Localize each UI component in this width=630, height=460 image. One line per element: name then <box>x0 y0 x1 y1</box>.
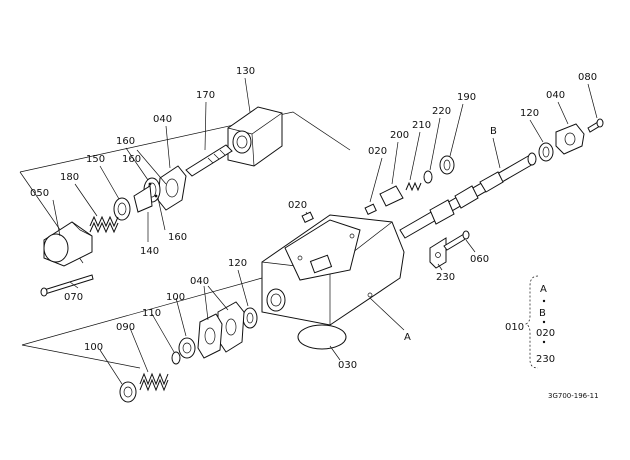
part-050-cap <box>43 221 93 267</box>
leader-lines <box>52 77 598 385</box>
part-130-block <box>227 106 283 167</box>
label-180: 180 <box>60 172 79 183</box>
part-080-screw <box>587 118 604 133</box>
legend-010: 010 <box>505 322 524 333</box>
part-labels: 130 170 040 160 160 160 150 180 050 140 … <box>30 66 597 371</box>
label-160-a: 160 <box>116 136 135 147</box>
label-110: 110 <box>142 308 161 319</box>
label-160-c: 160 <box>168 232 187 243</box>
label-160-b: 160 <box>122 154 141 165</box>
part-090-spring <box>139 372 169 392</box>
part-040-plate-upper <box>157 165 187 211</box>
part-070-bolt <box>40 274 94 297</box>
label-140: 140 <box>140 246 159 257</box>
label-080: 080 <box>578 72 597 83</box>
part-120-ring-lower <box>242 307 258 329</box>
label-130: 130 <box>236 66 255 77</box>
legend-A: A <box>540 284 547 295</box>
part-020-pin <box>364 203 377 215</box>
label-200: 200 <box>390 130 409 141</box>
part-020-plug <box>301 211 314 223</box>
label-120-lower: 120 <box>228 258 247 269</box>
label-220: 220 <box>432 106 451 117</box>
label-190: 190 <box>457 92 476 103</box>
label-100-bottom: 100 <box>84 342 103 353</box>
label-050: 050 <box>30 188 49 199</box>
part-040-plate-right <box>555 123 585 155</box>
part-190-cap <box>439 155 455 175</box>
label-040-right: 040 <box>546 90 565 101</box>
part-110-ring <box>171 351 181 365</box>
label-120-right: 120 <box>520 108 539 119</box>
part-160-rings <box>133 177 161 213</box>
part-030-o-ring <box>297 324 347 350</box>
label-170: 170 <box>196 90 215 101</box>
label-020-pin: 020 <box>368 146 387 157</box>
label-020-plug: 020 <box>288 200 307 211</box>
assembly-legend: A B 010 020 230 <box>505 275 555 369</box>
label-230: 230 <box>436 272 455 283</box>
label-040-upper: 040 <box>153 114 172 125</box>
label-B: B <box>490 126 497 137</box>
label-A: A <box>404 332 411 343</box>
part-150-ring <box>113 197 131 221</box>
label-150: 150 <box>86 154 105 165</box>
legend-230: 230 <box>536 354 555 365</box>
label-060: 060 <box>470 254 489 265</box>
part-210-spring <box>405 181 422 192</box>
part-200-spring <box>379 185 404 207</box>
part-230-bracket <box>429 237 447 269</box>
label-090: 090 <box>116 322 135 333</box>
part-060-bolt <box>443 230 470 251</box>
legend-B: B <box>539 308 546 319</box>
label-210: 210 <box>412 120 431 131</box>
label-070: 070 <box>64 292 83 303</box>
part-120-ring-right <box>538 142 554 162</box>
label-030: 030 <box>338 360 357 371</box>
part-220-ring <box>423 170 433 184</box>
part-170-shaft <box>185 144 233 177</box>
figure-code: 3G700-196-11 <box>548 392 599 400</box>
part-100-ring-bottom <box>119 381 137 403</box>
part-main-valve-body <box>261 214 405 326</box>
label-100-upper: 100 <box>166 292 185 303</box>
part-spool <box>399 152 537 239</box>
label-040-lower: 040 <box>190 276 209 287</box>
part-180-spring <box>89 215 119 234</box>
part-040-plates-lower <box>197 301 245 359</box>
legend-020: 020 <box>536 328 555 339</box>
part-100-ring-upper-lower <box>178 337 196 359</box>
